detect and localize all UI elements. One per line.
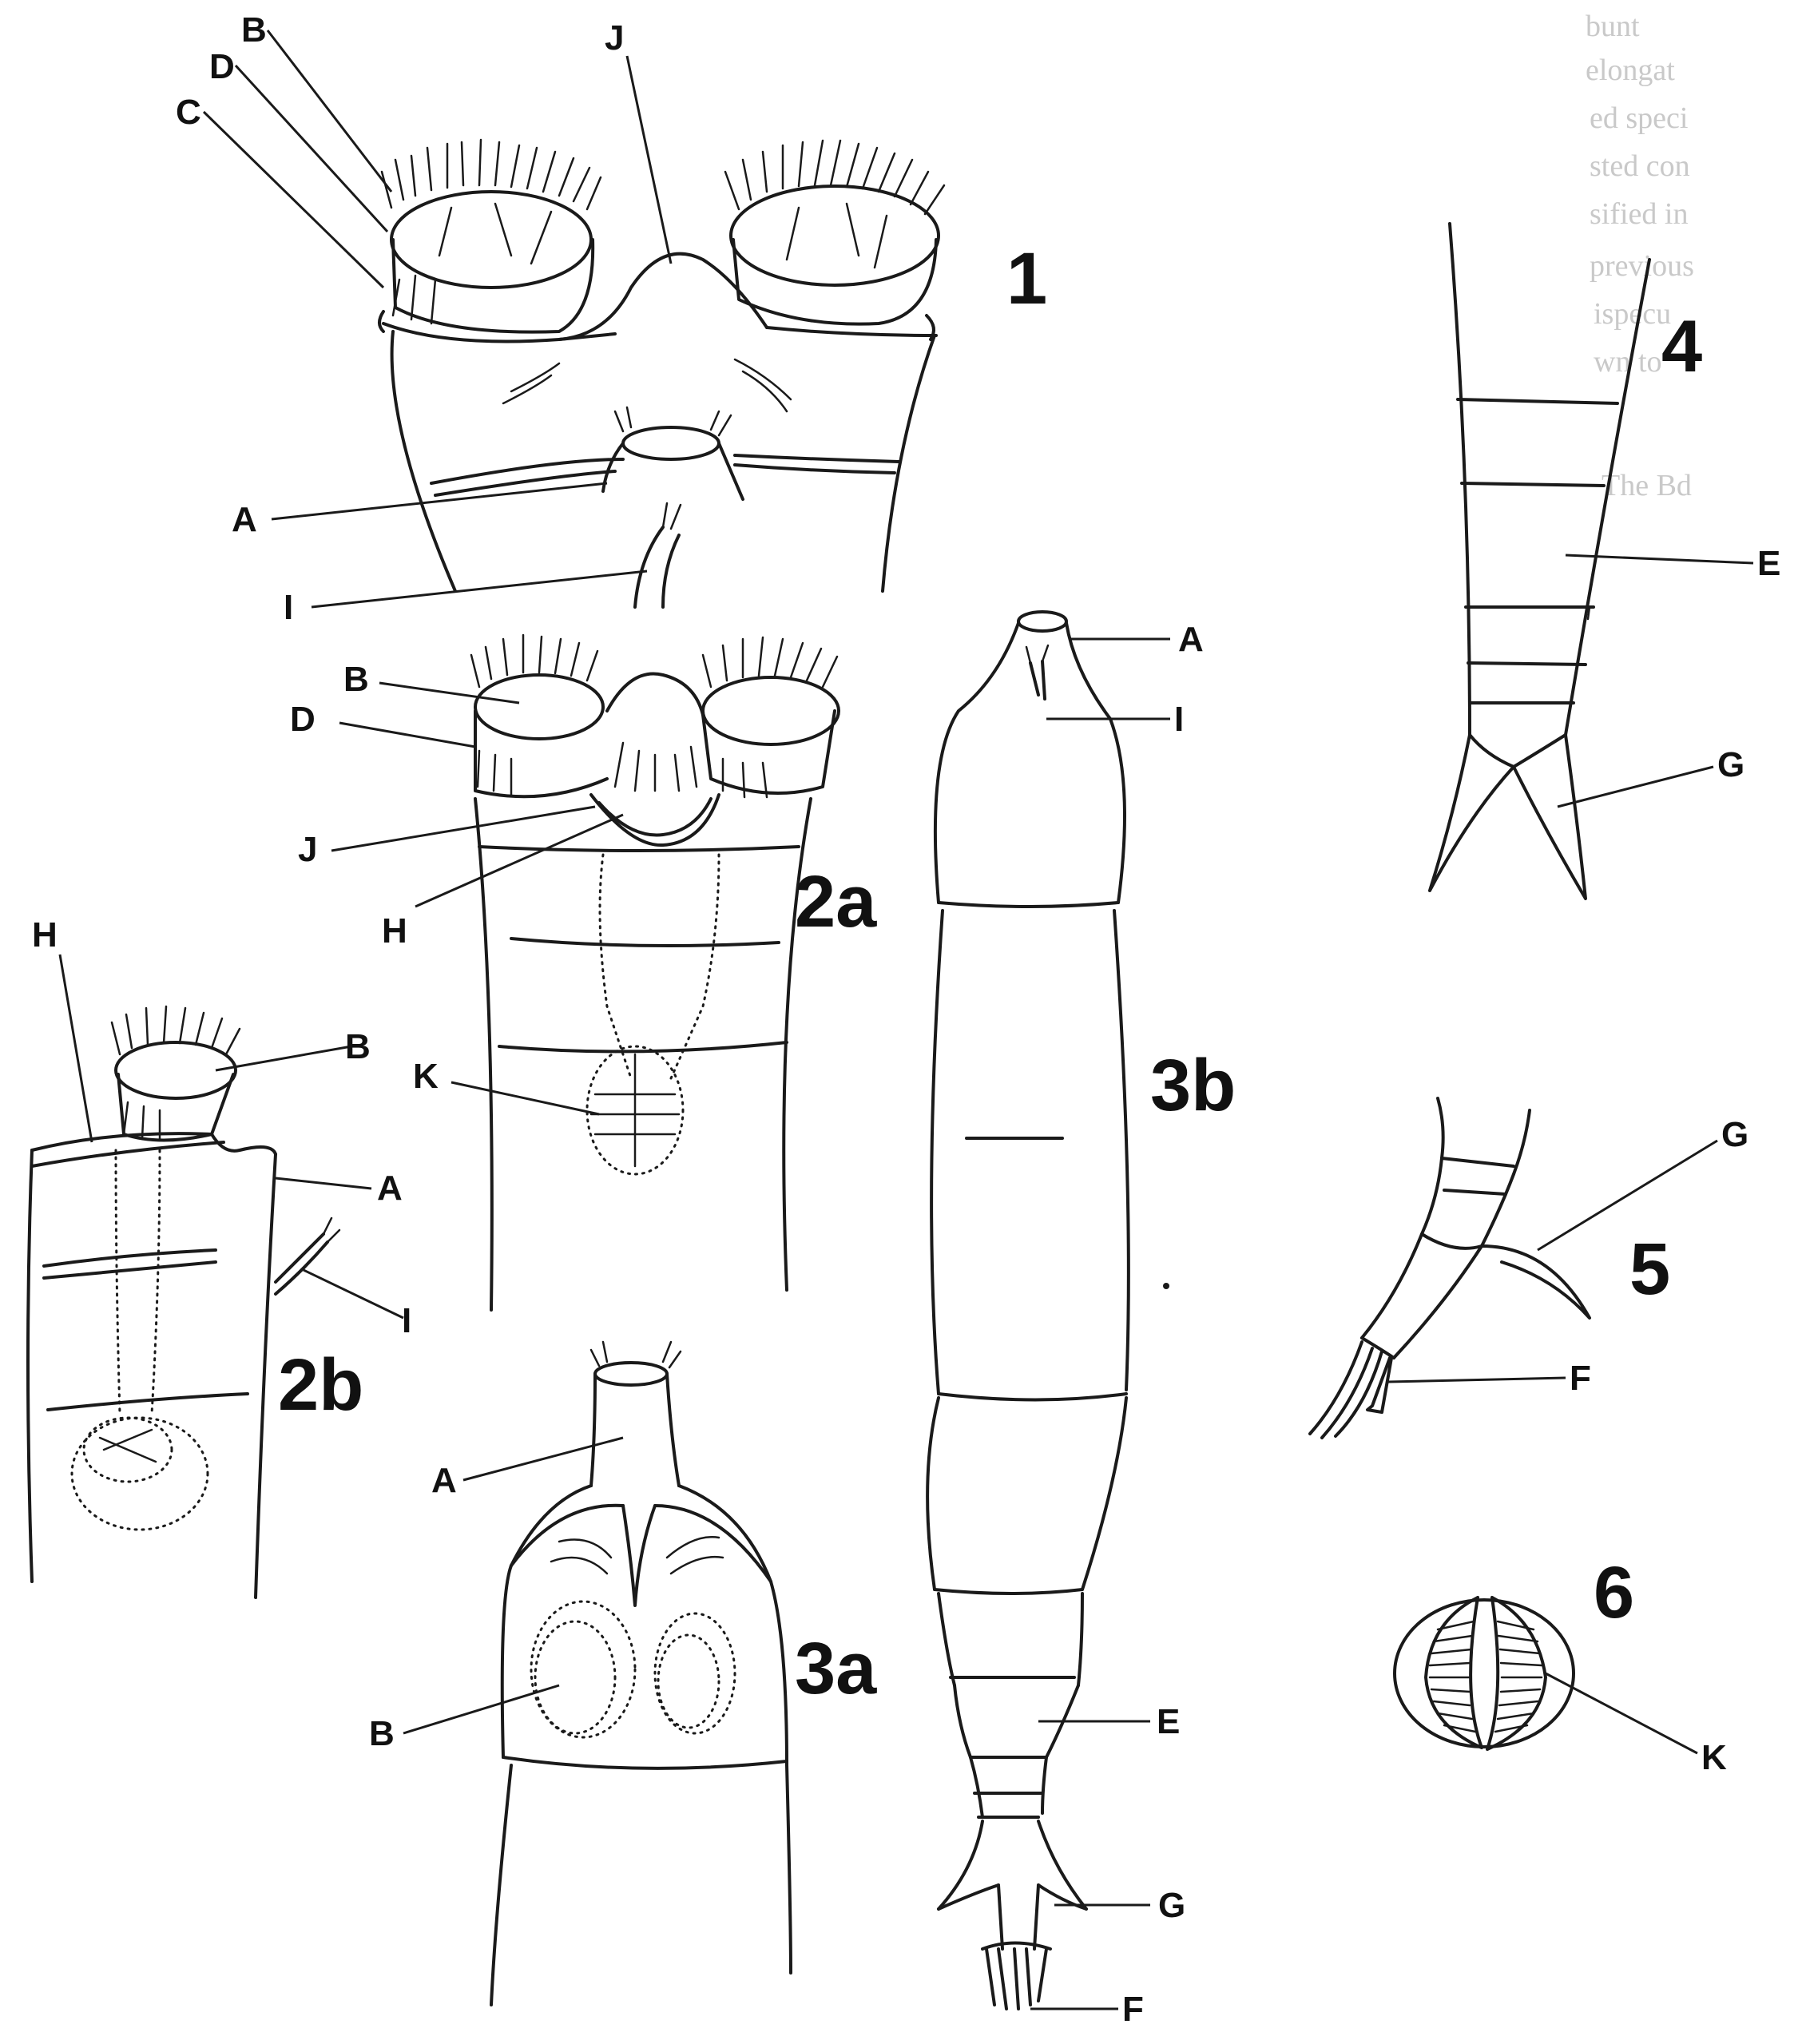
fig2a-label-H: H	[382, 911, 407, 951]
fig3b-label-I: I	[1174, 700, 1184, 739]
figure-2b-labels: H B A I 2b	[32, 915, 411, 1426]
figure-number-1: 1	[1006, 238, 1047, 319]
ghost-line-9: The Bd	[1602, 469, 1692, 502]
figure-4-labels: E G 4	[1661, 306, 1780, 784]
fig2a-label-K: K	[413, 1057, 439, 1096]
figure-6-labels: K 6	[1594, 1552, 1727, 1777]
figure-1-labels: B D C J A I 1	[176, 10, 1047, 627]
figure-3b-labels: A I E G F 3b	[1122, 620, 1236, 2029]
figure-number-2a: 2a	[795, 861, 877, 943]
figure-number-5: 5	[1629, 1228, 1670, 1310]
figure-3b-drawing	[927, 612, 1129, 2009]
fig1-label-C: C	[176, 93, 201, 132]
fig2b-label-I: I	[402, 1301, 411, 1340]
fig5-label-F: F	[1570, 1359, 1591, 1398]
figure-6-leaders	[1546, 1673, 1697, 1753]
bleed-through-text: bunt elongat ed speci sted con sified in…	[1586, 10, 1694, 502]
figure-number-3a: 3a	[795, 1628, 877, 1709]
fig5-label-G: G	[1721, 1115, 1748, 1154]
fig2b-label-B: B	[345, 1027, 371, 1066]
figure-3b-leaders	[1030, 639, 1170, 2009]
fig3a-label-A: A	[431, 1461, 457, 1500]
fig3b-label-E: E	[1157, 1702, 1180, 1741]
ghost-line-7: ispecu	[1594, 297, 1671, 331]
figure-5-labels: G F 5	[1570, 1115, 1748, 1398]
fig1-label-J: J	[605, 18, 624, 58]
figure-2a-drawing	[471, 635, 839, 1310]
figure-1-drawing	[379, 140, 944, 607]
figure-number-2b: 2b	[278, 1344, 363, 1426]
fig2a-label-B: B	[343, 660, 369, 699]
fig3b-label-G: G	[1158, 1886, 1185, 1925]
ghost-line-1: bunt	[1586, 10, 1640, 43]
fig2b-label-A: A	[377, 1169, 403, 1208]
figure-5-drawing	[1310, 1098, 1590, 1438]
fig2a-label-J: J	[298, 830, 317, 869]
ghost-line-2: elongat	[1586, 54, 1675, 87]
figure-1-leaders	[204, 30, 671, 607]
fig3b-label-A: A	[1178, 620, 1204, 659]
ghost-line-5: sified in	[1590, 197, 1688, 231]
fig1-label-I: I	[284, 588, 293, 627]
figure-number-6: 6	[1594, 1552, 1634, 1633]
fig3b-label-F: F	[1122, 1990, 1144, 2029]
figure-3a-drawing	[491, 1342, 791, 2005]
ghost-line-3: ed speci	[1590, 101, 1688, 135]
fig1-label-A: A	[232, 500, 257, 539]
figure-2a-labels: B D J H K 2a	[290, 660, 877, 1096]
fig2a-label-D: D	[290, 700, 316, 739]
fig1-label-B: B	[241, 10, 267, 50]
fig1-label-D: D	[209, 47, 235, 86]
figure-number-4: 4	[1661, 306, 1702, 387]
figure-2b-drawing	[28, 1006, 339, 1597]
fig3a-label-B: B	[369, 1714, 395, 1753]
fig4-label-G: G	[1717, 745, 1744, 784]
figure-number-3b: 3b	[1150, 1045, 1236, 1126]
fig4-label-E: E	[1757, 544, 1780, 583]
ghost-line-4: sted con	[1590, 149, 1690, 183]
fig2b-label-H: H	[32, 915, 58, 955]
stray-dot	[1163, 1283, 1169, 1289]
ghost-line-6: previous	[1590, 249, 1694, 283]
fig6-label-K: K	[1701, 1738, 1727, 1777]
